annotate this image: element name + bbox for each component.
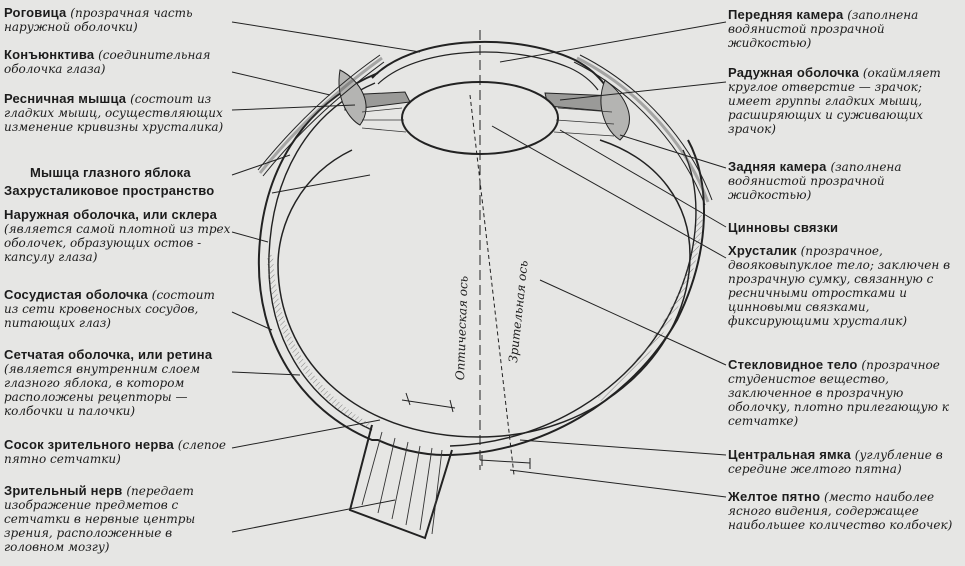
label-ciliary-muscle: Ресничная мышца (состоит из гладких мышц… [4,91,224,135]
label-cornea: Роговица (прозрачная часть наружной обол… [4,5,193,35]
label-sclera: Наружная оболочка, или склера (является … [4,207,231,265]
label-optic-nerve: Зрительный нерв (передает изображение пр… [4,483,196,555]
label-macula: Желтое пятно (место наиболее ясного виде… [728,489,953,533]
label-choroid: Сосудистая оболочка (состоит из сети кро… [4,287,215,331]
cornea-shape [371,40,606,86]
label-lens: Хрусталик (прозрачное, двояковыпуклое те… [728,243,951,329]
label-anterior-chamber: Передняя камера (заполнена водянистой пр… [728,7,919,51]
label-retina: Сетчатая оболочка, или ретина (является … [4,347,213,419]
vitreous-boundary [277,139,691,438]
leader-lines [231,21,727,533]
label-conjunctiva: Конъюнктива (соединительная оболочка гла… [4,47,211,77]
label-eye-muscle: Мышца глазного яблока [30,165,191,180]
visual-axis-line [469,94,515,476]
label-zonule: Цинновы связки [728,220,839,235]
label-posterior-chamber: Задняя камера (заполнена водянистой проз… [728,159,902,203]
label-iris: Радужная оболочка (окаймляет круглое отв… [728,65,941,137]
optic-nerve-shape [348,392,531,540]
label-vitreous: Стекловидное тело (прозрачное студенисто… [728,357,949,429]
label-retrolental-space: Захрусталиковое пространство [4,183,215,198]
label-fovea: Центральная ямка (углубление в середине … [728,447,943,477]
label-optic-disc: Сосок зрительного нерва (слепое пятно се… [4,437,226,467]
sclera-layer [257,72,705,457]
zonule-lines [361,107,615,137]
